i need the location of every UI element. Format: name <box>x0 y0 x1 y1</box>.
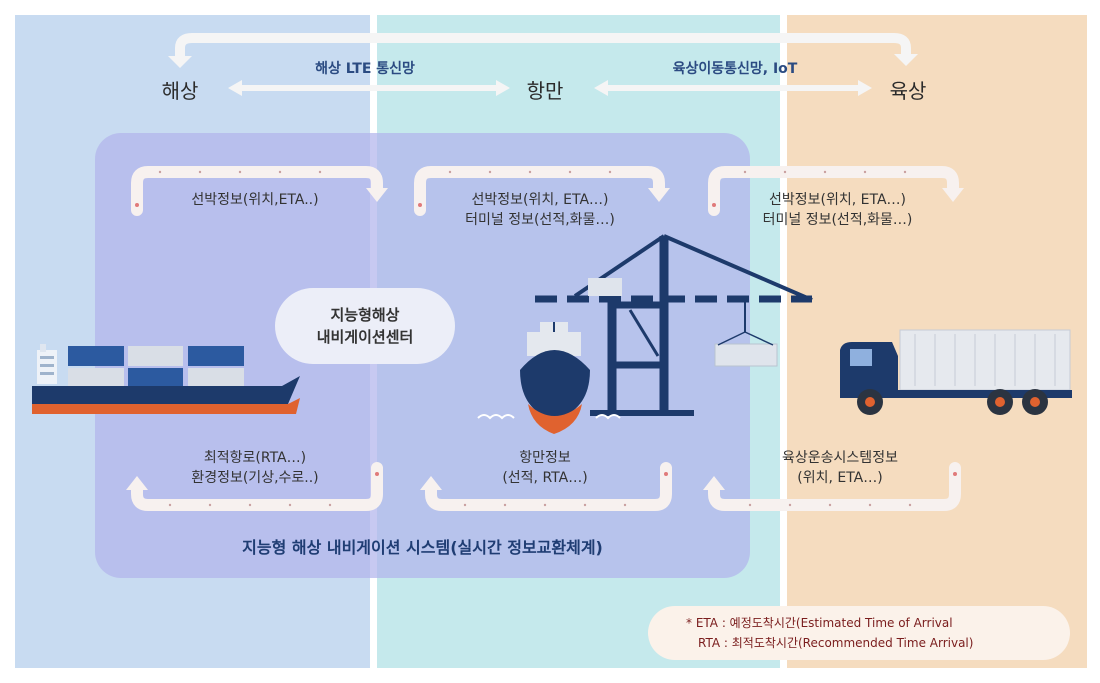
top-info-sea: 선박정보(위치,ETA..) <box>191 192 319 208</box>
port-land-arrow <box>594 80 872 96</box>
port-land-network-label: 육상이동통신망, IoT <box>672 61 798 77</box>
bottom-info-port: 항만정보 (선적, RTA…) <box>502 450 588 486</box>
top-arrow-land <box>708 166 964 216</box>
gantry-crane-illustration <box>535 234 813 416</box>
port-ship-illustration <box>477 322 621 434</box>
bottom-info-land: 육상운송시스템정보 (위치, ETA…) <box>782 450 898 486</box>
top-info-port: 선박정보(위치, ETA…) 터미널 정보(선적,화물…) <box>465 192 615 228</box>
bottom-arrow-sea <box>126 462 383 511</box>
top-arrow-sea <box>131 166 388 216</box>
system-title: 지능형 해상 내비게이션 시스템(실시간 정보교환체계) <box>242 538 603 557</box>
region-sea-label: 해상 <box>161 79 199 103</box>
truck-wheels <box>857 389 1048 415</box>
top-arrow-port <box>414 166 670 216</box>
bottom-arrow-land <box>703 462 961 511</box>
top-loop-arrow <box>168 33 918 68</box>
truck-illustration <box>840 329 1072 415</box>
container-ship-illustration <box>32 344 300 414</box>
sea-port-network-label: 해상 LTE 통신망 <box>315 61 415 77</box>
footnote-rta: RTA : 최적도착시간(Recommended Time Arrival) <box>698 636 974 650</box>
bottom-arrow-port <box>420 462 672 511</box>
region-land-label: 육상 <box>889 79 927 103</box>
bottom-info-sea: 최적항로(RTA…) 환경정보(기상,수로..) <box>191 450 319 486</box>
footnote-eta: * ETA : 예정도착시간(Estimated Time of Arrival <box>686 616 953 630</box>
sea-port-arrow <box>228 80 510 96</box>
footnote-box: * ETA : 예정도착시간(Estimated Time of Arrival… <box>648 606 1070 660</box>
region-port-label: 항만 <box>526 79 564 103</box>
top-info-land: 선박정보(위치, ETA…) 터미널 정보(선적,화물…) <box>762 192 913 228</box>
navigation-center-label: 지능형해상 내비게이션센터 <box>275 288 455 364</box>
